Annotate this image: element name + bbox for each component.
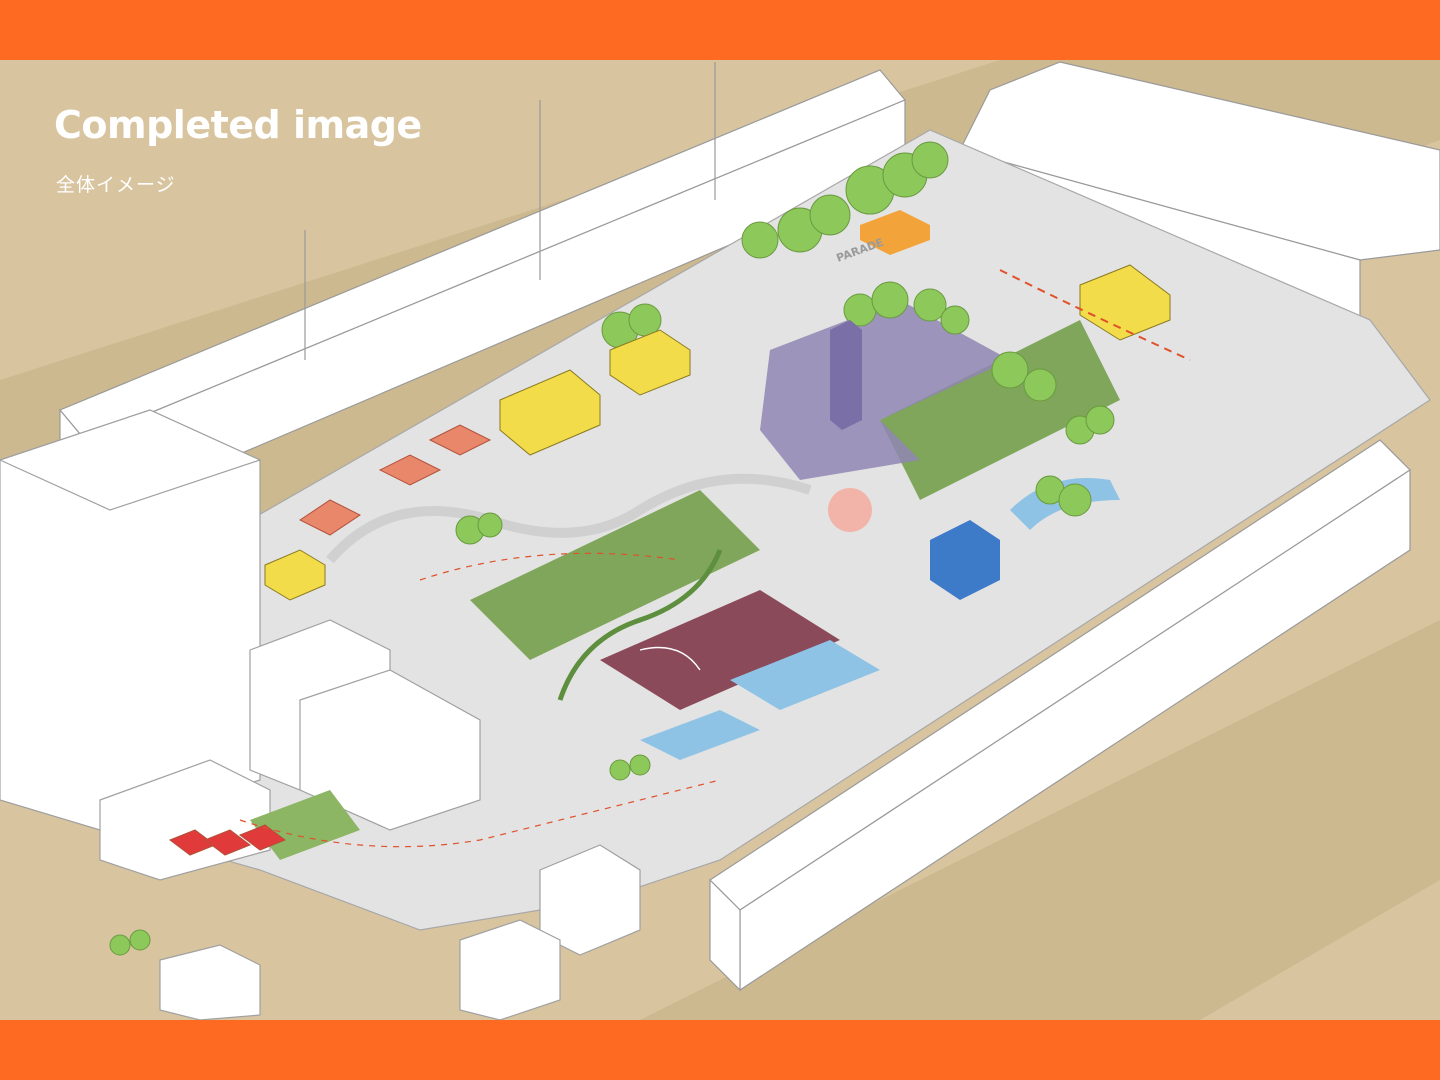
- right-lawn: [880, 320, 1120, 500]
- purple-track: [760, 300, 1010, 480]
- left-buildings: [0, 409, 481, 881]
- page-subtitle: 全体イメージ: [56, 174, 176, 196]
- cherry-blossom-tree: [828, 488, 872, 532]
- purple-tower: [830, 320, 862, 430]
- market-tents: [168, 424, 492, 856]
- central-lawn: [470, 490, 760, 660]
- splash-pad: [730, 640, 880, 710]
- bottom-houses: [159, 844, 641, 1020]
- court-arc: [639, 646, 701, 671]
- top-orange-band: [0, 0, 1440, 60]
- orange-car: [860, 210, 930, 255]
- green-ribbon: [557, 549, 723, 701]
- trees: [109, 141, 1115, 956]
- food-trucks: [264, 264, 1171, 601]
- winding-path: [326, 473, 812, 564]
- water-channel-left: [640, 710, 760, 760]
- park-illustration: PARADE: [0, 60, 1440, 1020]
- lower-train: [709, 439, 1411, 992]
- bottom-orange-band: [0, 1020, 1440, 1080]
- bunting: [239, 779, 721, 848]
- page-title: Completed image: [54, 103, 422, 147]
- basketball-court: [600, 590, 840, 710]
- blue-kiosk: [930, 520, 1000, 600]
